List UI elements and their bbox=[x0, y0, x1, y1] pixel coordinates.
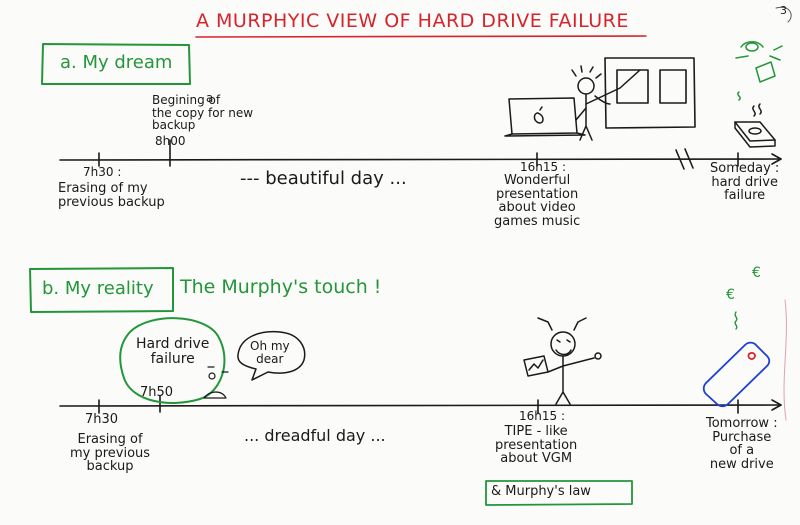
dream-erase-note: Erasing of my previous backup bbox=[58, 181, 165, 210]
murphys-law-box bbox=[485, 480, 633, 506]
reality-failure-note: Hard drive failure bbox=[136, 336, 210, 367]
dream-section-label: a. My dream bbox=[60, 52, 173, 73]
reality-section-label: b. My reality bbox=[42, 278, 154, 299]
smartphone-icon bbox=[702, 341, 771, 408]
dream-middle-text: --- beautiful day ... bbox=[240, 168, 407, 189]
stressed-figure-icon bbox=[523, 317, 602, 405]
euro-sign-icon: € bbox=[752, 265, 761, 281]
margin-doodle bbox=[783, 299, 787, 421]
reality-middle-text: ... dreadful day ... bbox=[244, 426, 386, 445]
reality-label-box bbox=[29, 267, 174, 313]
page-title: A MURPHYIC VIEW OF HARD DRIVE FAILURE bbox=[196, 10, 629, 32]
reality-failure-time: 7h50 bbox=[140, 385, 174, 400]
dream-label-box bbox=[41, 43, 191, 85]
reality-subtitle: The Murphy's touch ! bbox=[180, 276, 382, 298]
laptop-icon bbox=[504, 97, 586, 137]
worried-face-icon bbox=[203, 366, 229, 399]
dream-timeline-axis bbox=[59, 158, 782, 161]
dream-timeline-break bbox=[675, 148, 694, 170]
reality-start-time: 7h30 bbox=[85, 412, 119, 427]
reality-timeline-arrowhead bbox=[771, 399, 782, 411]
exclaim-bubble bbox=[237, 330, 306, 381]
dream-pres-time: 16h15 : bbox=[520, 160, 567, 174]
page-number: 3 bbox=[780, 4, 787, 17]
reality-pres-time: 16h15 : bbox=[519, 409, 566, 423]
money-trail-icon bbox=[734, 311, 738, 330]
dream-copy-time: 8h00 bbox=[155, 134, 186, 148]
murphys-law-label: & Murphy's law bbox=[491, 484, 591, 499]
dream-timeline-arrowhead bbox=[771, 153, 782, 165]
euro-sign-icon: € bbox=[726, 287, 735, 303]
presenter-figure-icon bbox=[571, 65, 641, 141]
dream-copy-insert: a bbox=[206, 91, 214, 105]
reality-exclaim-note: Oh my dear bbox=[250, 339, 290, 366]
hard-drive-icon bbox=[734, 103, 776, 148]
title-underline bbox=[195, 35, 647, 38]
reality-timeline-axis bbox=[59, 404, 782, 407]
dream-end-note: Someday : hard drive failure bbox=[710, 161, 780, 204]
dream-start-time: 7h30 : bbox=[83, 165, 122, 179]
reality-erase-note: Erasing of my previous backup bbox=[70, 432, 151, 475]
slide-board-icon bbox=[604, 57, 696, 129]
failure-bubble bbox=[119, 317, 226, 404]
reality-end-note: Tomorrow : Purchase of a new drive bbox=[706, 416, 778, 472]
dream-pres-note: Wonderful presentation about video games… bbox=[494, 173, 581, 229]
page-corner-mark bbox=[775, 6, 792, 23]
reality-pres-note: TIPE - like presentation about VGM bbox=[495, 424, 578, 467]
flying-money-icon bbox=[735, 41, 783, 101]
dream-copy-note: Begining of the copy for new backup bbox=[152, 93, 254, 133]
